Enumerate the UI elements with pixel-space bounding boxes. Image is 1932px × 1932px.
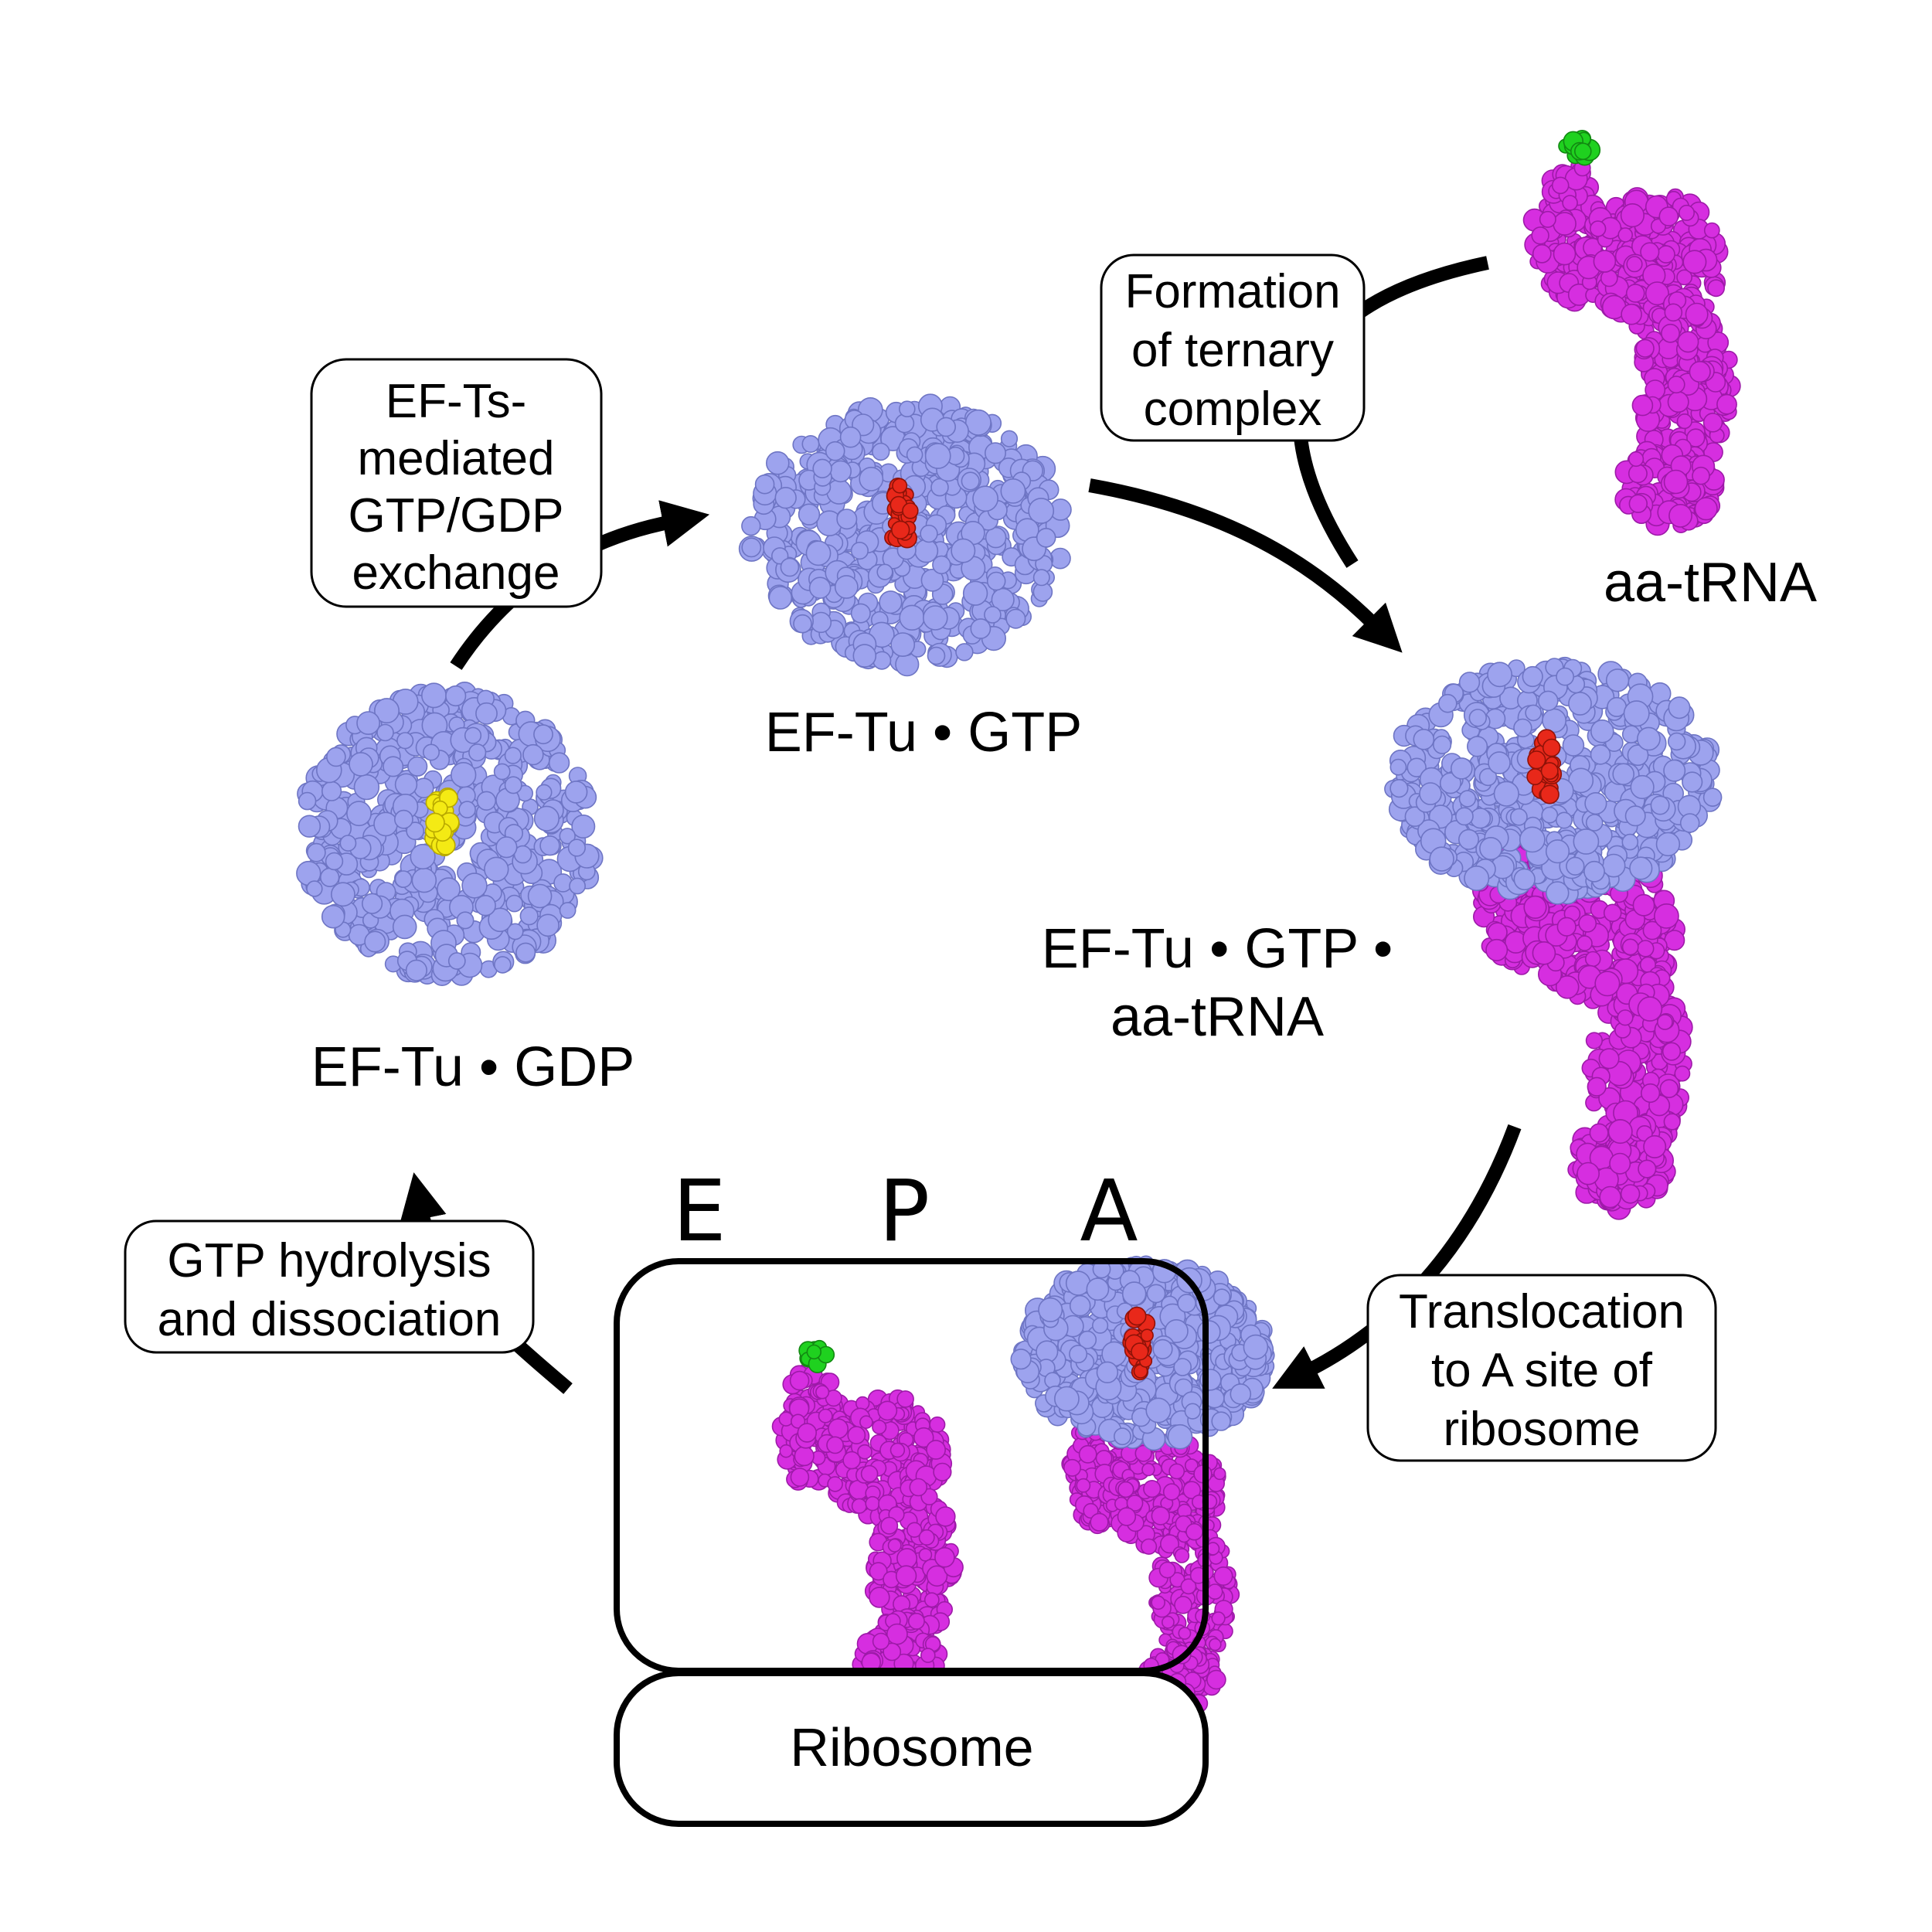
formation-line-3: complex [1144, 383, 1322, 436]
translocation-line-1: Translocation [1399, 1285, 1685, 1338]
a-site-complex-structure [1010, 1255, 1275, 1720]
hydrolysis-line-1: GTP hydrolysis [167, 1234, 491, 1287]
site-a-label: A [1080, 1162, 1138, 1260]
ternary-complex-structure [1384, 656, 1723, 1220]
hydrolysis-line-2: and dissociation [158, 1293, 502, 1346]
exchange-line-3: GTP/GDP [348, 489, 563, 543]
formation-line-1: Formation [1124, 265, 1340, 318]
step-box-formation: Formation of ternary complex [1100, 253, 1366, 442]
ef-tu-gtp-structure [738, 393, 1072, 677]
ribosome: Ribosome E P A [614, 1162, 1209, 1827]
p-site-trna-structure [771, 1339, 964, 1701]
formation-line-2: of ternary [1131, 324, 1334, 377]
translocation-line-3: ribosome [1444, 1403, 1641, 1456]
ribosome-small-subunit [614, 1670, 1209, 1827]
site-p-label: P [879, 1162, 930, 1260]
exchange-line-4: exchange [352, 546, 560, 600]
translocation-line-2: to A site of [1431, 1344, 1653, 1397]
ternary-label-line1: EF-Tu • GTP • [1042, 918, 1393, 980]
step-box-hydrolysis: GTP hydrolysis and dissociation [124, 1219, 535, 1354]
ribosome-label: Ribosome [790, 1717, 1033, 1777]
aa-trna-structure [1522, 129, 1741, 536]
exchange-line-1: EF-Ts- [386, 375, 527, 428]
exchange-line-2: mediated [357, 432, 554, 485]
ef-tu-gdp-structure [296, 681, 604, 986]
ef-tu-gdp-label: EF-Tu • GDP [311, 1036, 635, 1098]
step-box-exchange: EF-Ts- mediated GTP/GDP exchange [310, 358, 603, 608]
site-e-label: E [672, 1162, 726, 1260]
aa-trna-label: aa-tRNA [1604, 552, 1817, 614]
ternary-label-line2: aa-tRNA [1111, 986, 1324, 1048]
ef-tu-gtp-label: EF-Tu • GTP [765, 702, 1083, 764]
arrow-gtp-to-ternary [1088, 478, 1403, 653]
step-box-translocation: Translocation to A site of ribosome [1366, 1274, 1717, 1462]
